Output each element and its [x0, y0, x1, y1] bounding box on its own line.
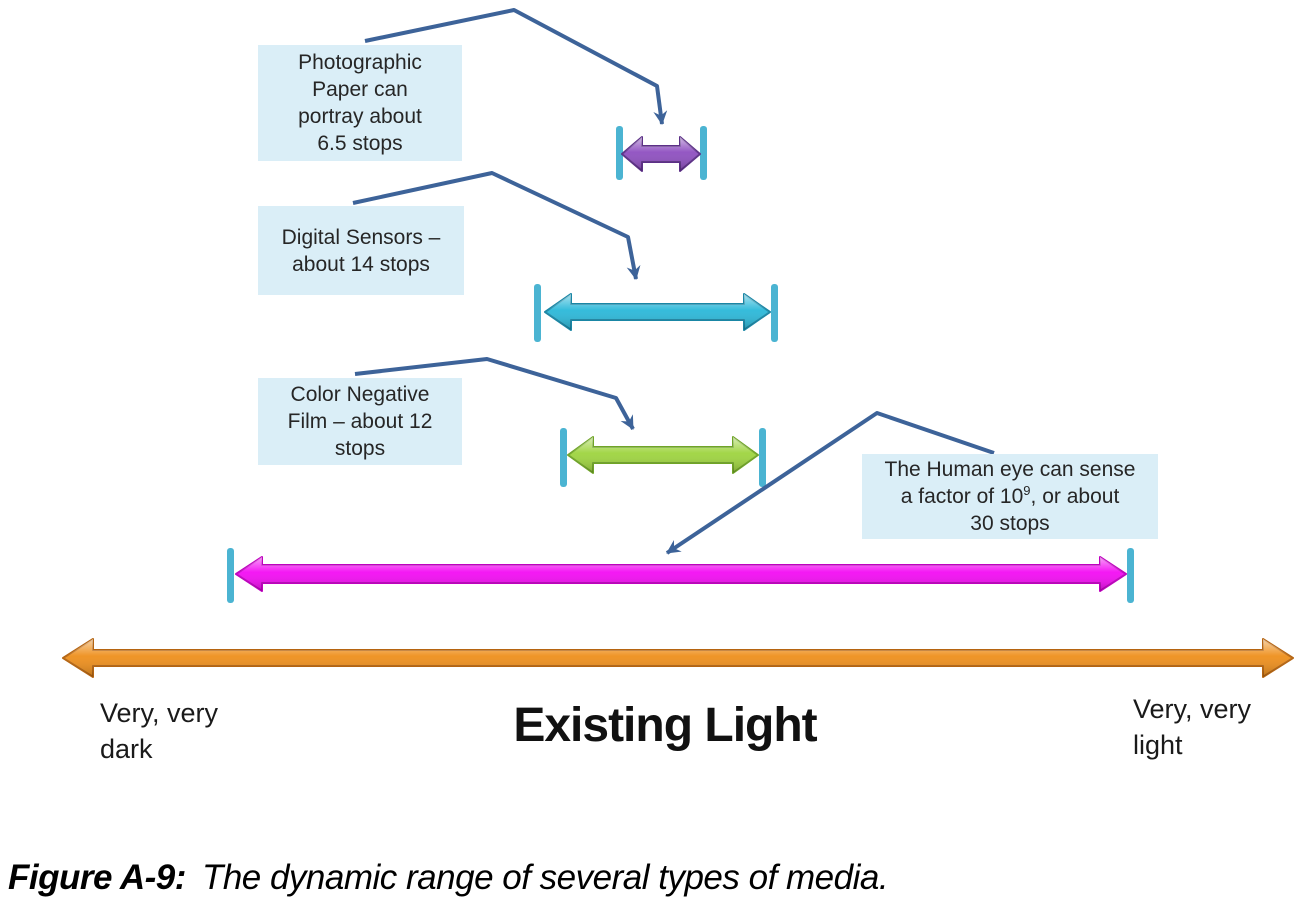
label-line-part: , or about — [1030, 485, 1120, 508]
label-line: Photographic — [298, 51, 422, 74]
human-eye-range-arrow-shine — [236, 557, 1126, 591]
tick-photographic-right — [700, 126, 707, 180]
axis-label-line: light — [1133, 730, 1183, 760]
label-human-eye: The Human eye can sense a factor of 109,… — [862, 454, 1158, 539]
label-line: about 14 stops — [292, 252, 430, 276]
connector-photographic-paper — [364, 8, 668, 125]
label-line: The Human eye can sense — [884, 458, 1136, 481]
label-line: Film – about 12 — [287, 410, 433, 433]
tick-film-right — [759, 428, 766, 487]
superscript-exponent: 9 — [1023, 483, 1031, 498]
label-line-part: a factor of 10 — [900, 485, 1024, 508]
color-negative-film-range-arrow-shine — [568, 437, 758, 473]
axis-title: Existing Light — [513, 699, 817, 752]
axis-label-light: Very, very light — [1133, 691, 1251, 763]
label-line: Paper can — [312, 78, 408, 101]
tick-digital-right — [771, 284, 778, 342]
axis-label-line: dark — [100, 734, 153, 764]
connector-color-negative-film — [354, 357, 635, 430]
label-color-negative-film: Color Negative Film – about 12 stops — [258, 378, 462, 465]
label-line: portray about — [298, 105, 422, 128]
photographic-paper-range-arrow-shine — [622, 137, 700, 171]
axis-label-dark: Very, very dark — [100, 695, 218, 767]
label-line: stops — [334, 437, 386, 460]
figure-caption: Figure A-9: The dynamic range of several … — [8, 858, 1298, 898]
figure-caption-text: The dynamic range of several types of me… — [201, 858, 889, 897]
tick-eye-left — [227, 548, 234, 603]
axis-label-line: Very, very — [100, 698, 219, 728]
tick-digital-left — [534, 284, 541, 342]
tick-film-left — [560, 428, 567, 487]
label-line: Digital Sensors – — [281, 225, 441, 249]
figure-caption-label: Figure A-9: — [8, 858, 186, 897]
existing-light-axis-arrow-shine — [63, 639, 1293, 677]
connector-digital-sensors — [352, 171, 641, 280]
connector-human-eye — [665, 411, 995, 555]
label-digital-sensors: Digital Sensors – about 14 stops — [258, 206, 464, 295]
diagram-layer — [62, 8, 1294, 678]
label-photographic-paper: Photographic Paper can portray about 6.5… — [258, 45, 462, 161]
label-line: Color Negative — [290, 383, 430, 406]
tick-eye-right — [1127, 548, 1134, 603]
label-line: 6.5 stops — [317, 132, 403, 155]
axis-label-line: Very, very — [1133, 694, 1252, 724]
label-line: a factor of 109, or about — [862, 483, 1158, 510]
tick-photographic-left — [616, 126, 623, 180]
digital-sensors-range-arrow-shine — [545, 294, 770, 330]
label-line: 30 stops — [970, 512, 1050, 535]
